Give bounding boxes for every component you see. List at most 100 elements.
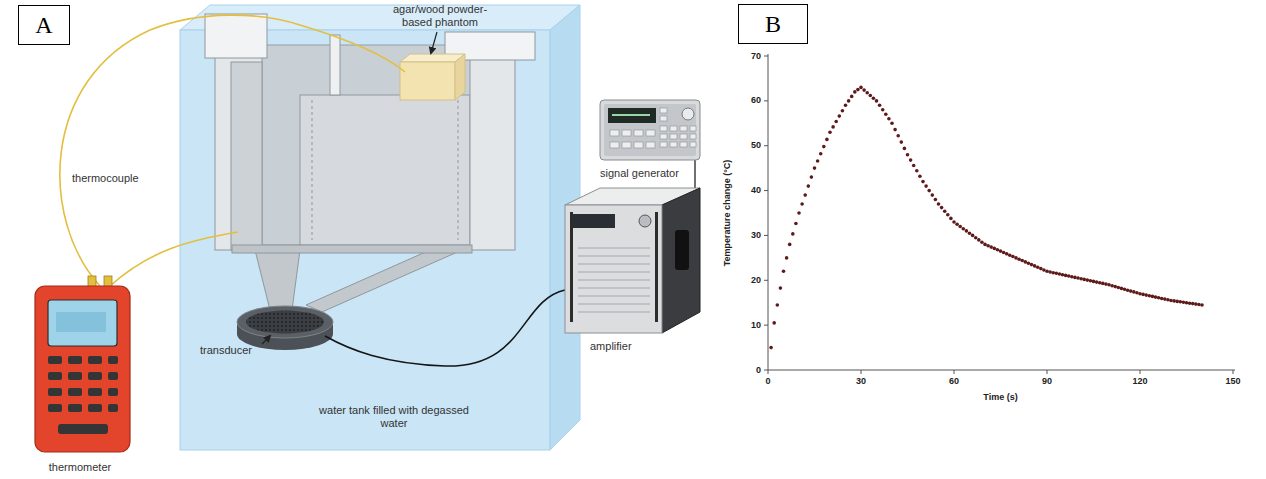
part-label: signal generator [600, 167, 679, 180]
data-point [1055, 272, 1059, 276]
data-point [965, 229, 969, 233]
signal-cable [694, 160, 695, 190]
data-point [869, 94, 873, 98]
data-point [986, 244, 990, 248]
data-point [1042, 268, 1046, 272]
data-point [1073, 276, 1077, 280]
phantom-block [400, 54, 465, 100]
data-point [1185, 301, 1189, 305]
data-point [918, 174, 922, 178]
data-point [825, 138, 829, 142]
data-point [822, 145, 826, 149]
data-point [844, 104, 848, 108]
data-point [893, 128, 897, 132]
panel-letter: A [35, 11, 52, 39]
data-point [1020, 259, 1024, 263]
data-point [853, 90, 857, 94]
panel-letter-box: A [18, 5, 70, 45]
data-point [1027, 261, 1031, 265]
data-point [803, 193, 807, 197]
data-point [881, 108, 885, 112]
data-point [1104, 282, 1108, 286]
axis-tick-label: 150 [1225, 376, 1240, 387]
data-point [962, 227, 966, 231]
axis-tick-label: 30 [856, 376, 866, 387]
axis-tick-label: 60 [949, 376, 959, 387]
data-point [1095, 280, 1099, 284]
data-point [1033, 264, 1037, 268]
axis-tick-label: 0 [733, 365, 761, 376]
data-point [810, 175, 814, 179]
data-point [980, 240, 984, 244]
data-point [906, 153, 910, 157]
data-point [788, 243, 792, 247]
data-point [1008, 253, 1012, 257]
data-point [931, 193, 935, 197]
data-point [1191, 302, 1195, 306]
part-label: agar/wood powder-based phantom [378, 3, 502, 29]
leader-arrow [262, 336, 270, 344]
data-point [834, 120, 838, 124]
data-point [1061, 273, 1065, 277]
data-point [1160, 297, 1164, 301]
data-point [1154, 295, 1158, 299]
data-point [791, 232, 795, 236]
data-point [1039, 267, 1043, 271]
data-point [974, 236, 978, 240]
data-point [1076, 276, 1080, 280]
data-point [1144, 293, 1148, 297]
data-point [996, 248, 1000, 252]
data-point [1036, 266, 1040, 270]
data-point [1117, 286, 1121, 290]
data-point [1024, 260, 1028, 264]
thermocouple-wire [110, 232, 238, 286]
data-point [785, 256, 789, 260]
data-point [856, 88, 860, 92]
data-point [946, 213, 950, 217]
axis-tick-label: 40 [733, 185, 761, 196]
data-point [1138, 292, 1142, 296]
data-point [1051, 271, 1055, 275]
data-point [1135, 291, 1139, 295]
data-point [819, 152, 823, 156]
signal-generator-device [600, 100, 700, 160]
data-point [983, 243, 987, 247]
data-point [800, 202, 804, 206]
axis-tick-label: 70 [733, 51, 761, 62]
axis-tick-label: 0 [765, 376, 770, 387]
water-tank [180, 5, 580, 450]
data-point [943, 209, 947, 213]
data-point [776, 303, 780, 307]
data-point [1011, 255, 1015, 259]
data-point [1182, 301, 1186, 305]
axis-title: Time (s) [983, 392, 1017, 403]
data-point [1005, 252, 1009, 256]
thermometer-device [35, 276, 130, 452]
data-point [772, 321, 776, 325]
data-point [779, 286, 783, 290]
data-point [1169, 299, 1173, 303]
leader-arrow [431, 32, 437, 53]
data-point [1101, 282, 1105, 286]
data-point [1086, 278, 1090, 282]
data-point [872, 96, 876, 100]
axis-tick-label: 50 [733, 140, 761, 151]
data-point [1148, 294, 1152, 298]
data-point [912, 164, 916, 168]
data-point [968, 231, 972, 235]
axis-tick-label: 20 [733, 275, 761, 286]
data-point [937, 202, 941, 206]
data-point [927, 189, 931, 193]
data-point [1157, 296, 1161, 300]
data-point [884, 113, 888, 117]
data-point [1030, 263, 1034, 267]
transducer-bowl [237, 306, 333, 350]
data-point [1064, 274, 1068, 278]
data-point [1179, 300, 1183, 304]
data-point [1070, 275, 1074, 279]
data-point [971, 234, 975, 238]
data-point [878, 104, 882, 108]
data-point [1129, 289, 1133, 293]
part-label: thermocouple [72, 172, 139, 185]
axis-title: Temperature change (°C) [722, 160, 733, 266]
